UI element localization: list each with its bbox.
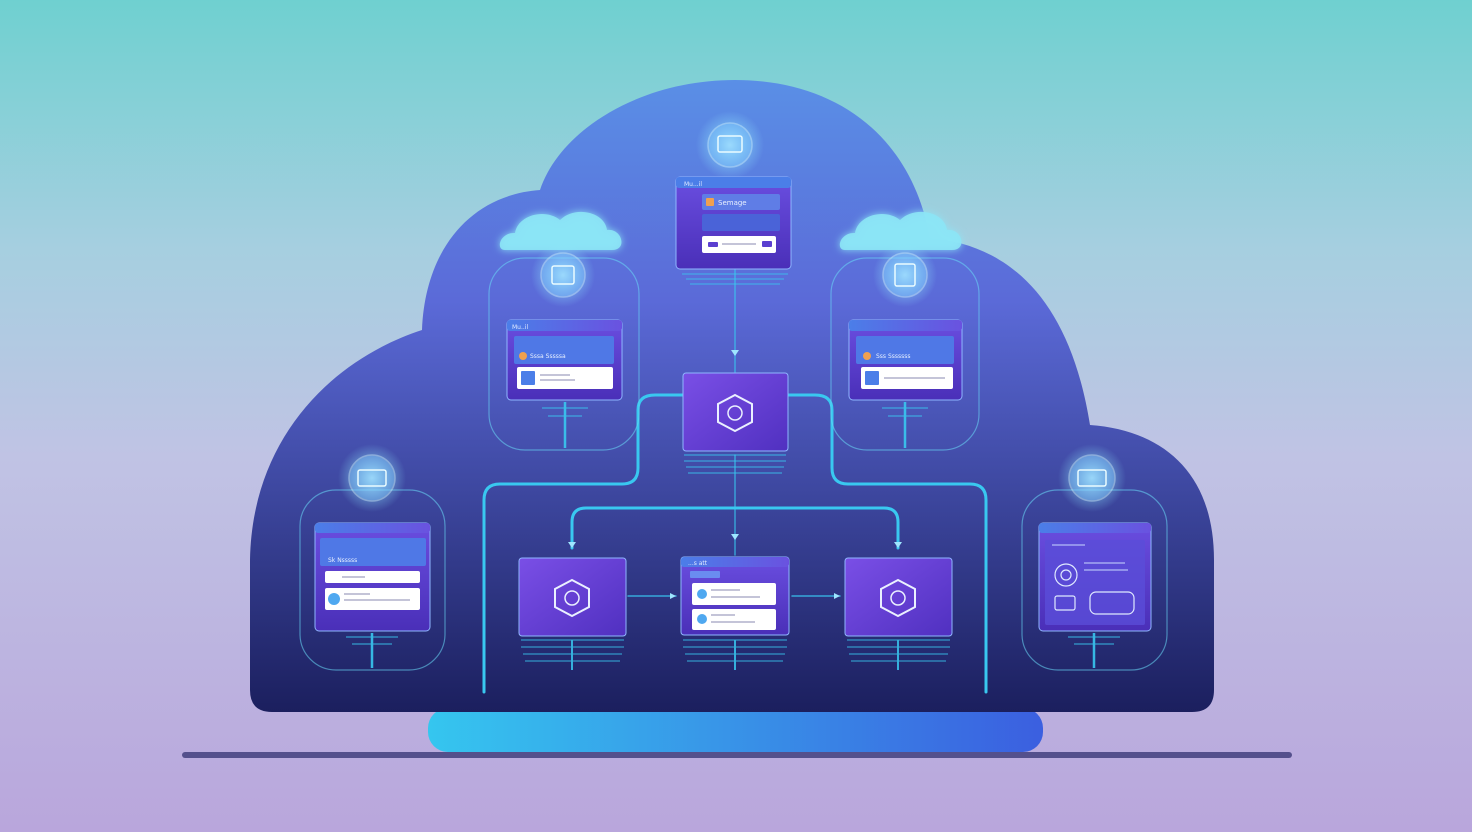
storage-glow-icon-right: [1058, 444, 1126, 512]
ground-line: [182, 752, 1292, 758]
connectors: [482, 269, 988, 694]
center-bottom-panel: ...s att: [680, 556, 790, 636]
left-panel-header: Mu..il: [512, 324, 528, 331]
right-panel: Sss Sssssss: [848, 319, 963, 401]
left-panel-stem: [542, 402, 588, 448]
hexagon-shield-icon: [717, 393, 753, 433]
base-bar: [428, 708, 1043, 752]
hexagon-shield-icon: [554, 578, 590, 618]
far-left-panel-title: Sk Nsssss: [328, 557, 357, 564]
small-cloud-left: [499, 211, 622, 250]
small-cloud-right: [839, 211, 962, 250]
top-panel-header: Mu...il: [684, 181, 702, 188]
stack-icon: [1054, 595, 1076, 611]
arrowhead-icon: [731, 350, 739, 356]
connector-outer-frame: [482, 393, 685, 694]
hexagon-shield-icon: [880, 578, 916, 618]
far-right-panel: [1038, 522, 1152, 632]
right-panel-stem: [882, 402, 928, 448]
left-bottom-node: [518, 557, 627, 637]
refresh-icon: [1054, 563, 1078, 587]
connector-inner-bracket: [570, 506, 900, 550]
device-icon: [1089, 591, 1135, 615]
top-panel-base: [682, 273, 788, 285]
server-glow-icon: [531, 243, 595, 307]
arrowhead-icon: [894, 542, 902, 548]
center-bottom-panel-base: [683, 639, 787, 670]
monitor-glow-icon: [696, 111, 764, 179]
far-right-panel-stem: [1068, 633, 1120, 668]
hub-node: [682, 372, 789, 452]
hub-node-base: [684, 454, 786, 474]
arrowhead-icon: [834, 593, 840, 599]
arrowhead-icon: [568, 542, 576, 548]
glow-icons: [338, 111, 1126, 512]
right-bottom-node: [844, 557, 953, 637]
arrowhead-icon: [670, 593, 676, 599]
connector-arrowheads: [568, 350, 902, 599]
center-panel-header: ...s att: [688, 560, 708, 567]
left-panel-title: Sssa Sssssa: [530, 353, 566, 360]
top-panel-title: Semage: [718, 199, 747, 207]
top-panel: Mu...il Semage: [675, 176, 792, 270]
left-panel: Mu..il Sssa Sssssa: [506, 319, 623, 401]
connector-outer-frame-right: [786, 393, 988, 694]
left-bottom-node-base: [521, 639, 624, 670]
right-panel-title: Sss Sssssss: [876, 353, 911, 360]
storage-glow-icon-left: [338, 444, 406, 512]
right-bottom-node-base: [847, 639, 950, 670]
far-left-panel-stem: [346, 633, 398, 668]
arrowhead-icon: [731, 534, 739, 540]
database-glow-icon: [873, 243, 937, 307]
far-left-panel: Sk Nsssss: [314, 522, 431, 632]
